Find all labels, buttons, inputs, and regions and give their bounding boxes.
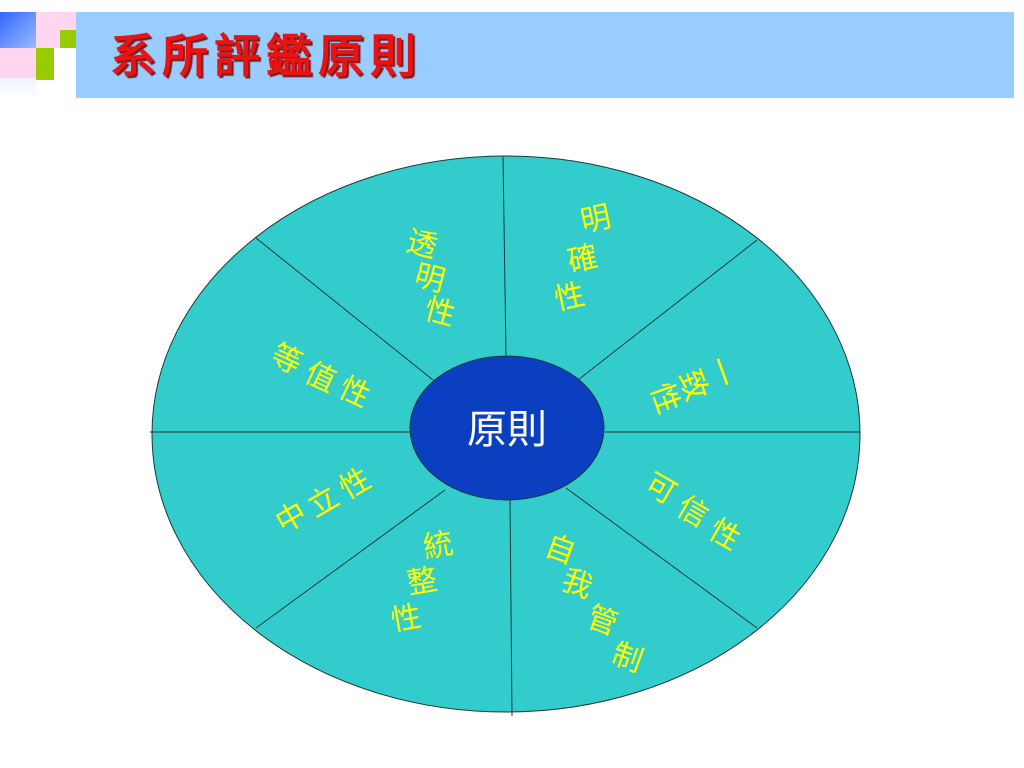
decor-square-pink-2 bbox=[0, 48, 36, 78]
hub-label: 原則 bbox=[467, 407, 547, 453]
spoke-upper-right bbox=[577, 239, 758, 381]
spoke-lower-right bbox=[565, 487, 758, 629]
spoke-top bbox=[502, 155, 507, 356]
title-bar bbox=[76, 12, 1014, 98]
page-title: 系所評鑑原則 bbox=[110, 29, 422, 83]
spoke-upper-left bbox=[255, 237, 434, 381]
segment-label-clarity: 明確性 bbox=[551, 199, 614, 317]
segment-label-integration: 統整性 bbox=[388, 526, 456, 639]
decor-square-blue bbox=[0, 12, 36, 48]
decor-square-light bbox=[0, 78, 36, 100]
decor-square-green-2 bbox=[36, 48, 54, 80]
hub-ellipse bbox=[409, 355, 605, 501]
decor-square-green-1 bbox=[60, 30, 78, 48]
spoke-lower-left bbox=[255, 489, 446, 629]
spoke-bottom bbox=[509, 499, 513, 717]
wheel-spokes bbox=[150, 155, 860, 717]
